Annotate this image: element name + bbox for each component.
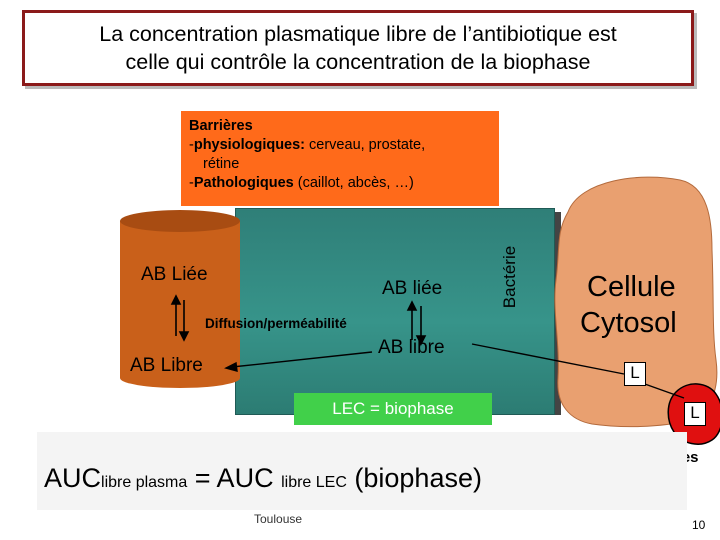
biophase-equilibrium-arrows [406,300,427,346]
auc-equals: = AUC [187,463,282,493]
diffusion-label: Diffusion/perméabilité [205,316,347,331]
equation-box [37,432,687,510]
plasma-equilibrium-arrows [170,294,190,342]
lec-biophase-label: LEC = biophase [294,393,492,425]
auc-left-subscript: libre plasma [101,474,188,491]
patho-examples: (caillot, abcès, …) [293,175,414,191]
organelle-ligand-box: L [684,402,706,426]
slide-title: La concentration plasmatique libre de l’… [22,10,694,86]
patho-heading: Pathologiques [193,175,294,191]
physio-examples: cerveau, prostate, [305,137,426,153]
auc-right-subscript: libre LEC [281,474,347,491]
bacteria-label: Bactérie [500,245,519,309]
page-number: 10 [692,518,706,532]
auc-left: AUC [44,463,102,493]
barriers-box: Barrières -physiologiques: cerveau, pros… [181,111,499,206]
title-line-2: celle qui contrôle la concentration de l… [125,50,591,74]
auc-biophase: (biophase) [346,463,482,493]
cell-label-line-1: Cellule [587,271,676,303]
plasma-cylinder [120,210,240,388]
barrier-physiological: -physiologiques: cerveau, prostate, [189,136,491,155]
cell-connector-line [471,343,685,399]
cytosol-ligand-box: L [624,362,646,386]
plasma-free-label: AB Libre [130,355,203,376]
biophase-free-label: AB libre [378,337,445,358]
plasma-bound-label: AB Liée [141,264,208,285]
barrier-pathological: -Pathologiques (caillot, abcès, …) [189,174,491,193]
auc-equation: AUClibre plasma = AUC libre LEC (biophas… [44,463,482,494]
physio-heading: physiologiques: [193,137,306,153]
diffusion-arrow [224,351,373,372]
footer-source: Toulouse [254,512,303,526]
physio-examples-cont: rétine [203,156,240,172]
biophase-bound-label: AB liée [382,278,443,299]
cell-label-line-2: Cytosol [580,307,677,339]
title-line-1: La concentration plasmatique libre de l’… [99,22,617,46]
biophase-compartment [235,208,555,415]
bullet-dash: - [189,175,194,191]
bullet-dash: - [189,137,194,153]
barriers-heading: Barrières [189,118,253,134]
